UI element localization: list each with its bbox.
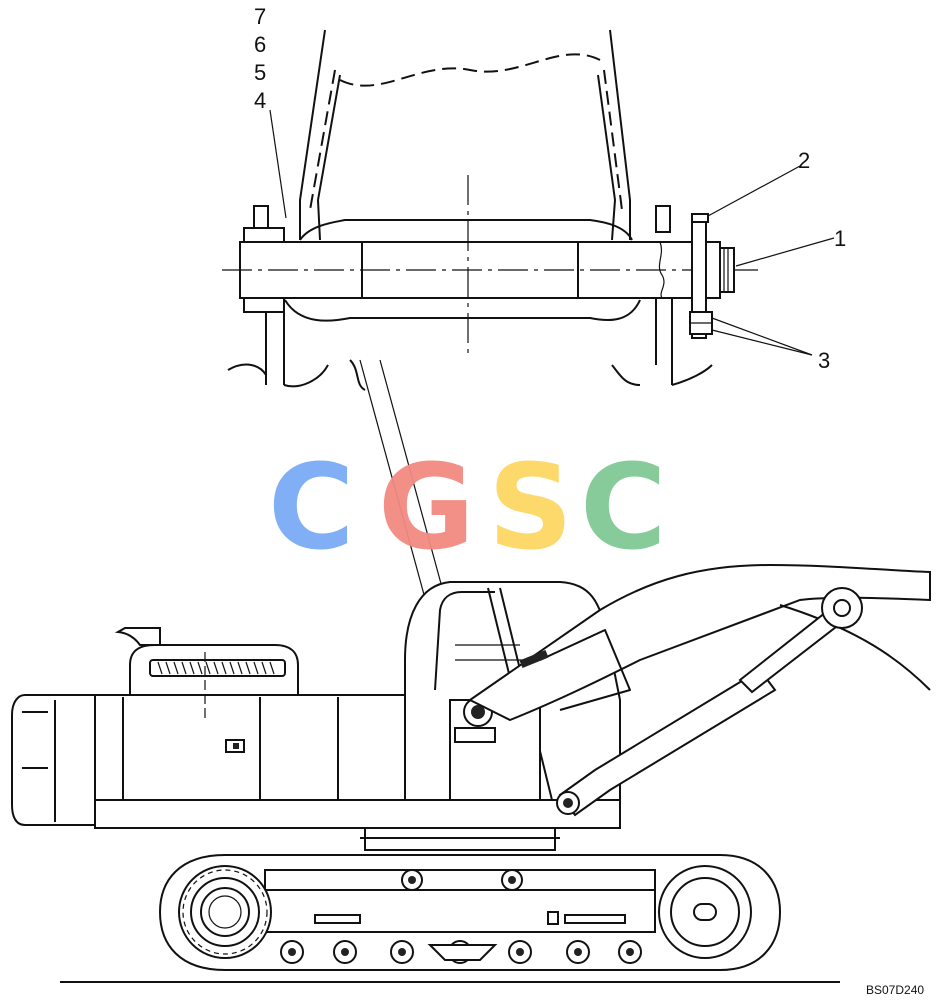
engine-hood-louvres bbox=[149, 659, 286, 677]
callout-4: 4 bbox=[254, 88, 266, 113]
callout-1: 1 bbox=[834, 226, 846, 251]
watermark-letter-s: S bbox=[488, 438, 573, 576]
callout-5: 5 bbox=[254, 60, 266, 85]
drive-sprocket bbox=[178, 865, 272, 959]
callout-6: 6 bbox=[254, 32, 266, 57]
pin-detail-view bbox=[222, 29, 835, 391]
watermark-letter-g: G bbox=[378, 438, 475, 576]
excavator-side-view bbox=[11, 563, 931, 983]
watermark-logo: C G S C bbox=[268, 438, 667, 576]
drawing-code: BS07D240 bbox=[866, 983, 924, 997]
callout-7: 7 bbox=[254, 4, 266, 29]
watermark-letter-c1: C bbox=[268, 438, 355, 576]
callout-2: 2 bbox=[798, 148, 810, 173]
callout-3: 3 bbox=[818, 348, 830, 373]
watermark-letter-c2: C bbox=[580, 438, 667, 576]
